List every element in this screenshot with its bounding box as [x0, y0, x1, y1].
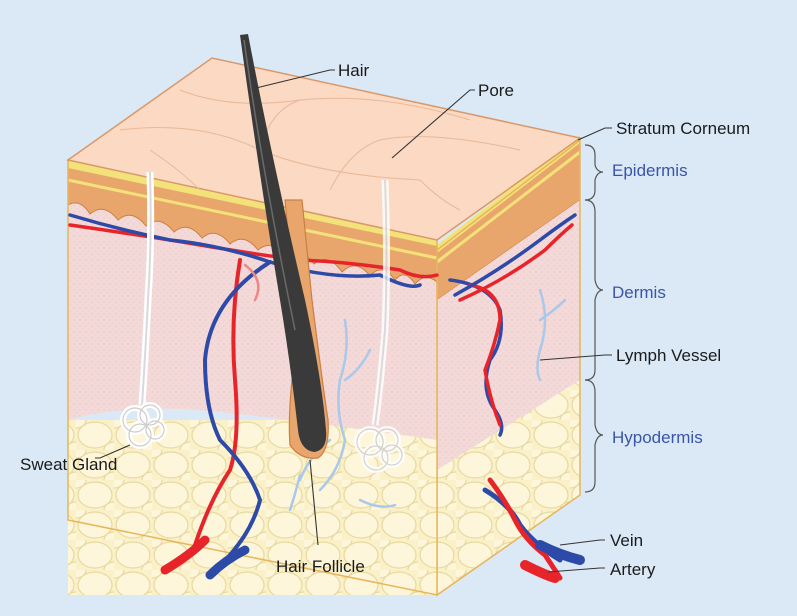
label-hair-follicle: Hair Follicle — [276, 557, 365, 576]
label-sweat-gland: Sweat Gland — [20, 455, 117, 474]
hair-leader — [255, 69, 335, 89]
label-stratum-corneum: Stratum Corneum — [616, 119, 750, 138]
sweat-gland-left — [120, 171, 167, 449]
leader-lines — [95, 69, 612, 573]
vein-leader — [559, 539, 605, 546]
label-epidermis: Epidermis — [612, 161, 688, 180]
label-hair: Hair — [338, 61, 370, 80]
artery-leader — [547, 567, 605, 573]
vein-branch — [202, 260, 272, 577]
layer-brackets — [584, 144, 604, 493]
sweat-gland-right — [354, 179, 405, 473]
follicle-leader — [309, 459, 319, 546]
label-dermis: Dermis — [612, 283, 666, 302]
block-right-face — [436, 135, 581, 597]
pore-leader — [391, 89, 475, 159]
label-artery: Artery — [610, 560, 656, 579]
label-vein: Vein — [610, 531, 643, 550]
block-top-surface — [66, 57, 582, 241]
label-hypodermis: Hypodermis — [612, 428, 703, 447]
label-lymph-vessel: Lymph Vessel — [616, 346, 721, 365]
label-pore: Pore — [478, 81, 514, 100]
hair-shaft — [240, 34, 327, 452]
lymph-leader — [539, 354, 612, 361]
sweat-gland-leader — [95, 444, 131, 459]
stratum-leader — [577, 127, 612, 141]
